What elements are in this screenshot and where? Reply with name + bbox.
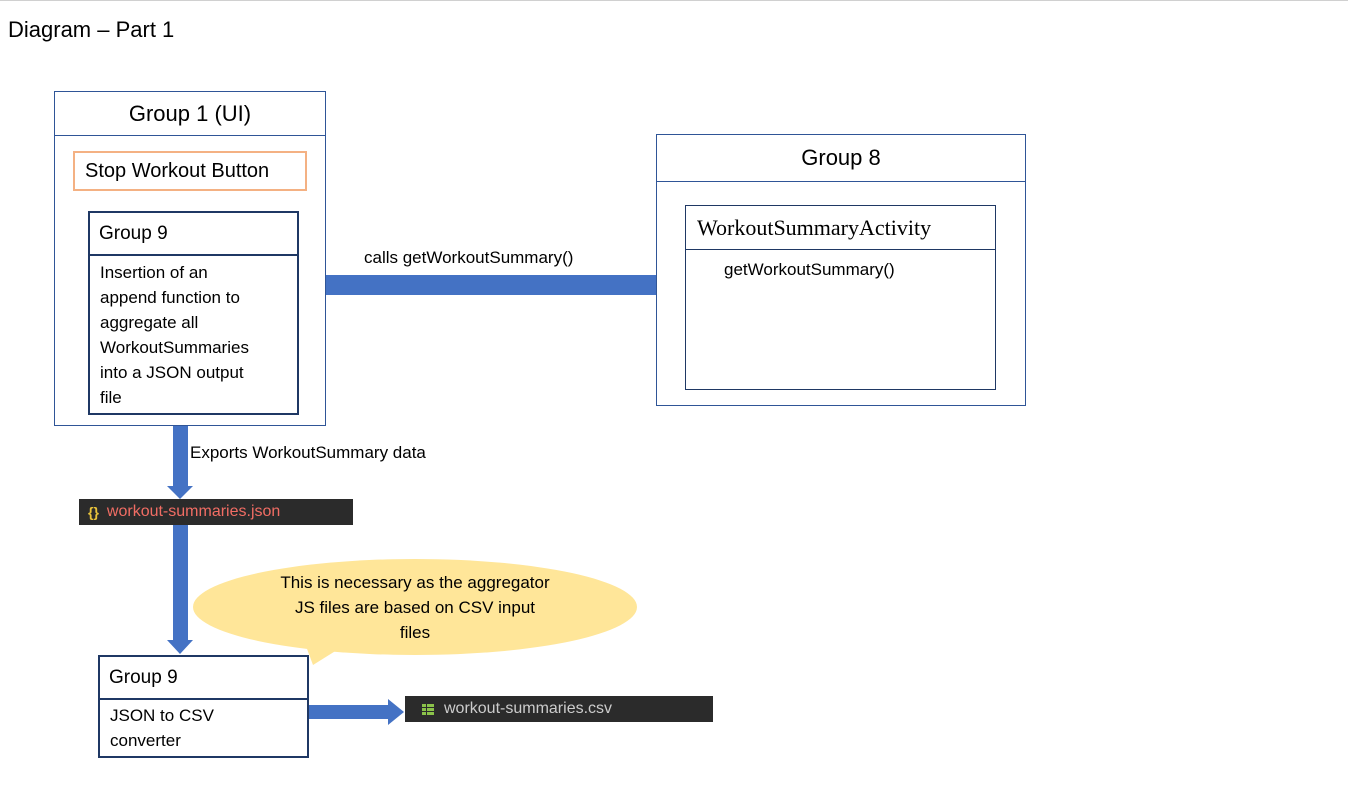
- group8-title: Group 8: [657, 135, 1025, 182]
- json-braces-icon: {}: [88, 504, 99, 520]
- group9-append-title: Group 9: [90, 213, 297, 256]
- workout-summary-activity-box: WorkoutSummaryActivity getWorkoutSummary…: [685, 205, 996, 390]
- workout-summary-activity-title: WorkoutSummaryActivity: [686, 206, 995, 250]
- group9-converter-title: Group 9: [100, 657, 307, 700]
- csv-file-name: workout-summaries.csv: [444, 700, 613, 717]
- note-bubble-tail: [300, 630, 345, 665]
- top-divider: [0, 0, 1348, 1]
- get-workout-summary-method: getWorkoutSummary(): [724, 260, 895, 279]
- group9-converter-box: Group 9 JSON to CSV converter: [98, 655, 309, 758]
- json-to-converter-shaft: [173, 525, 188, 641]
- exports-edge-label: Exports WorkoutSummary data: [190, 443, 426, 462]
- converter-description: JSON to CSV converter: [110, 706, 214, 750]
- stop-workout-button[interactable]: Stop Workout Button: [73, 151, 307, 191]
- converter-to-csv-head: [388, 699, 404, 725]
- group9-append-box: Group 9 Insertion of an append function …: [88, 211, 299, 415]
- group9-append-description: Insertion of an append function to aggre…: [100, 263, 249, 407]
- exports-arrow-head: [167, 486, 193, 499]
- csv-file-tab[interactable]: workout-summaries.csv: [405, 696, 713, 722]
- calls-edge-label: calls getWorkoutSummary(): [364, 248, 574, 267]
- page-title: Diagram – Part 1: [8, 17, 175, 42]
- json-to-converter-head: [167, 640, 193, 654]
- converter-to-csv-shaft: [309, 705, 389, 719]
- exports-arrow-shaft: [173, 414, 188, 488]
- note-text: This is necessary as the aggregator JS f…: [280, 573, 550, 642]
- note-bubble: [193, 559, 637, 655]
- json-file-tab[interactable]: {} workout-summaries.json: [79, 499, 353, 525]
- json-file-name: workout-summaries.json: [106, 503, 281, 520]
- calls-arrow-shaft: [318, 275, 686, 295]
- group1-title: Group 1 (UI): [55, 92, 325, 136]
- csv-table-icon: [422, 703, 434, 715]
